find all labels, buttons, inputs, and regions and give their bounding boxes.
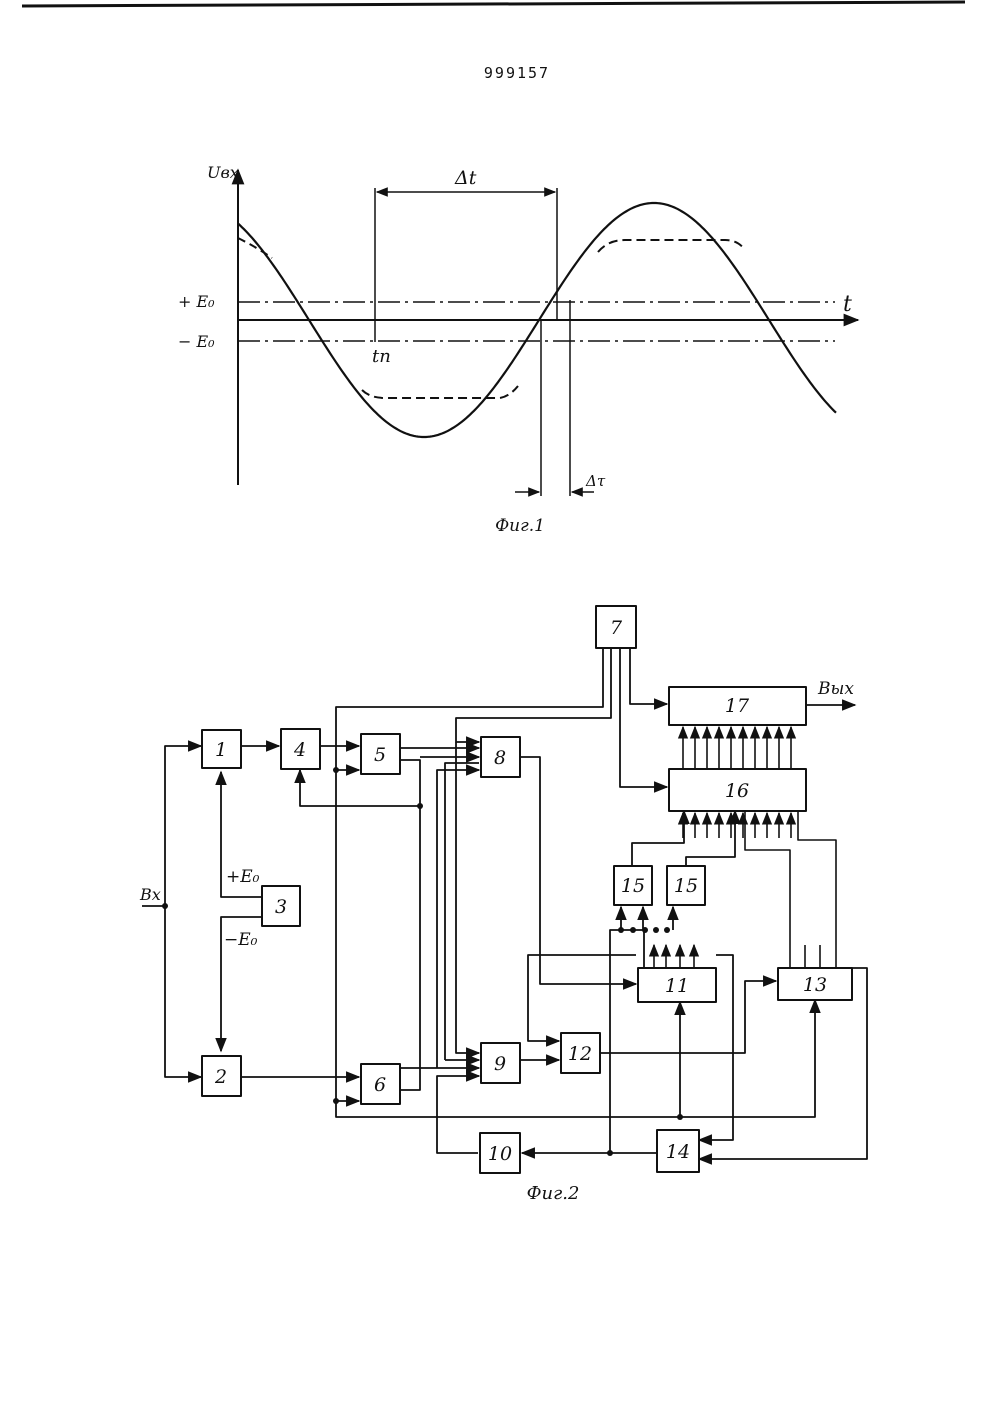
block-2[interactable]: 2 bbox=[202, 1056, 241, 1096]
node-feedback bbox=[417, 803, 423, 809]
wire-aux-8 bbox=[445, 763, 479, 1060]
block-15-left[interactable]: 15 bbox=[614, 866, 652, 905]
figure-2-caption: Фиг.2 bbox=[527, 1183, 580, 1204]
block-16-label: 16 bbox=[725, 780, 749, 802]
output-label: Вых bbox=[817, 679, 854, 699]
plus-e-label: +E₀ bbox=[226, 867, 260, 887]
node-11-bottom bbox=[677, 1114, 683, 1120]
wire-15a-to-16 bbox=[632, 811, 684, 868]
block-15-right-label: 15 bbox=[674, 875, 698, 897]
node-15a4 bbox=[653, 927, 659, 933]
block-7[interactable]: 7 bbox=[596, 606, 636, 648]
wire-in-to-1 bbox=[165, 746, 201, 906]
block-2-label: 2 bbox=[214, 1066, 227, 1088]
block-17-label: 17 bbox=[725, 695, 750, 717]
block-13[interactable]: 13 bbox=[778, 968, 852, 1000]
block-15-right[interactable]: 15 bbox=[667, 866, 705, 905]
y-axis-label: Uвх bbox=[207, 163, 239, 182]
block-8[interactable]: 8 bbox=[481, 737, 520, 777]
minus-e-label: −E₀ bbox=[224, 930, 258, 950]
block-10-label: 10 bbox=[488, 1143, 512, 1165]
node-15a1 bbox=[618, 927, 624, 933]
block-4-label: 4 bbox=[293, 739, 306, 761]
wire-5-6-link bbox=[400, 760, 420, 1090]
block-9-label: 9 bbox=[494, 1053, 506, 1075]
block-15-left-label: 15 bbox=[621, 875, 645, 897]
block-11[interactable]: 11 bbox=[638, 968, 716, 1002]
plus-threshold-label: + E₀ bbox=[178, 292, 215, 311]
wire-7-to-17 bbox=[630, 648, 667, 704]
block-5[interactable]: 5 bbox=[361, 734, 400, 774]
block-11-label: 11 bbox=[665, 975, 689, 997]
wire-11-bus bbox=[610, 930, 644, 1153]
wire-15b-to-16 bbox=[686, 811, 735, 868]
top-border-line bbox=[22, 2, 965, 6]
block-3[interactable]: 3 bbox=[262, 886, 300, 926]
x-axis-label: t bbox=[843, 292, 852, 317]
figure-2: 1 2 3 4 5 6 7 8 9 10 11 12 13 14 15 15 1… bbox=[139, 606, 867, 1204]
node-15a3 bbox=[642, 927, 648, 933]
figure-1-caption: Фиг.1 bbox=[495, 516, 545, 536]
minus-threshold-label: − E₀ bbox=[178, 332, 215, 351]
block-8-label: 8 bbox=[494, 747, 506, 769]
block-14[interactable]: 14 bbox=[657, 1130, 699, 1172]
node-bus-5 bbox=[333, 767, 339, 773]
node-15a5 bbox=[664, 927, 670, 933]
block-12-label: 12 bbox=[568, 1043, 592, 1065]
wire-7-to-8 bbox=[456, 648, 611, 742]
block-6[interactable]: 6 bbox=[361, 1064, 400, 1104]
block-4[interactable]: 4 bbox=[281, 729, 320, 769]
block-5-label: 5 bbox=[374, 744, 386, 766]
wire-6-to-8 bbox=[437, 770, 479, 1068]
input-label: Вх bbox=[139, 885, 161, 904]
page-number: 999157 bbox=[484, 64, 550, 82]
bus-17-inputs bbox=[683, 727, 791, 769]
block-17[interactable]: 17 bbox=[669, 687, 806, 725]
delay-label: Δτ bbox=[585, 472, 606, 490]
bus-16-inputs bbox=[683, 813, 791, 838]
block-3-label: 3 bbox=[275, 896, 287, 918]
start-time-label: tn bbox=[372, 346, 391, 367]
wire-11-to-12 bbox=[528, 955, 636, 1041]
interval-label: Δt bbox=[454, 167, 477, 189]
block-9[interactable]: 9 bbox=[481, 1043, 520, 1083]
wire-7-to-16 bbox=[620, 648, 667, 787]
wire-7-to-9 bbox=[456, 742, 479, 1053]
block-6-label: 6 bbox=[374, 1074, 386, 1096]
node-15a2 bbox=[630, 927, 636, 933]
node-bus-6 bbox=[333, 1098, 339, 1104]
block-14-label: 14 bbox=[666, 1141, 690, 1163]
wire-10-to-9 bbox=[437, 1076, 479, 1153]
figure-1: Uвх t + E₀ − E₀ Δt tn Δτ Фиг.1 bbox=[178, 163, 858, 536]
block-12[interactable]: 12 bbox=[561, 1033, 600, 1073]
block-13-label: 13 bbox=[803, 974, 827, 996]
block-1-label: 1 bbox=[215, 739, 227, 761]
block-16[interactable]: 16 bbox=[669, 769, 806, 811]
wire-in-to-2 bbox=[165, 906, 201, 1077]
block-1[interactable]: 1 bbox=[202, 730, 241, 768]
block-10[interactable]: 10 bbox=[480, 1133, 520, 1173]
wire-feedback-to-4 bbox=[300, 770, 420, 806]
wire-13-to-16-b bbox=[798, 811, 836, 945]
block-7-label: 7 bbox=[610, 617, 623, 639]
